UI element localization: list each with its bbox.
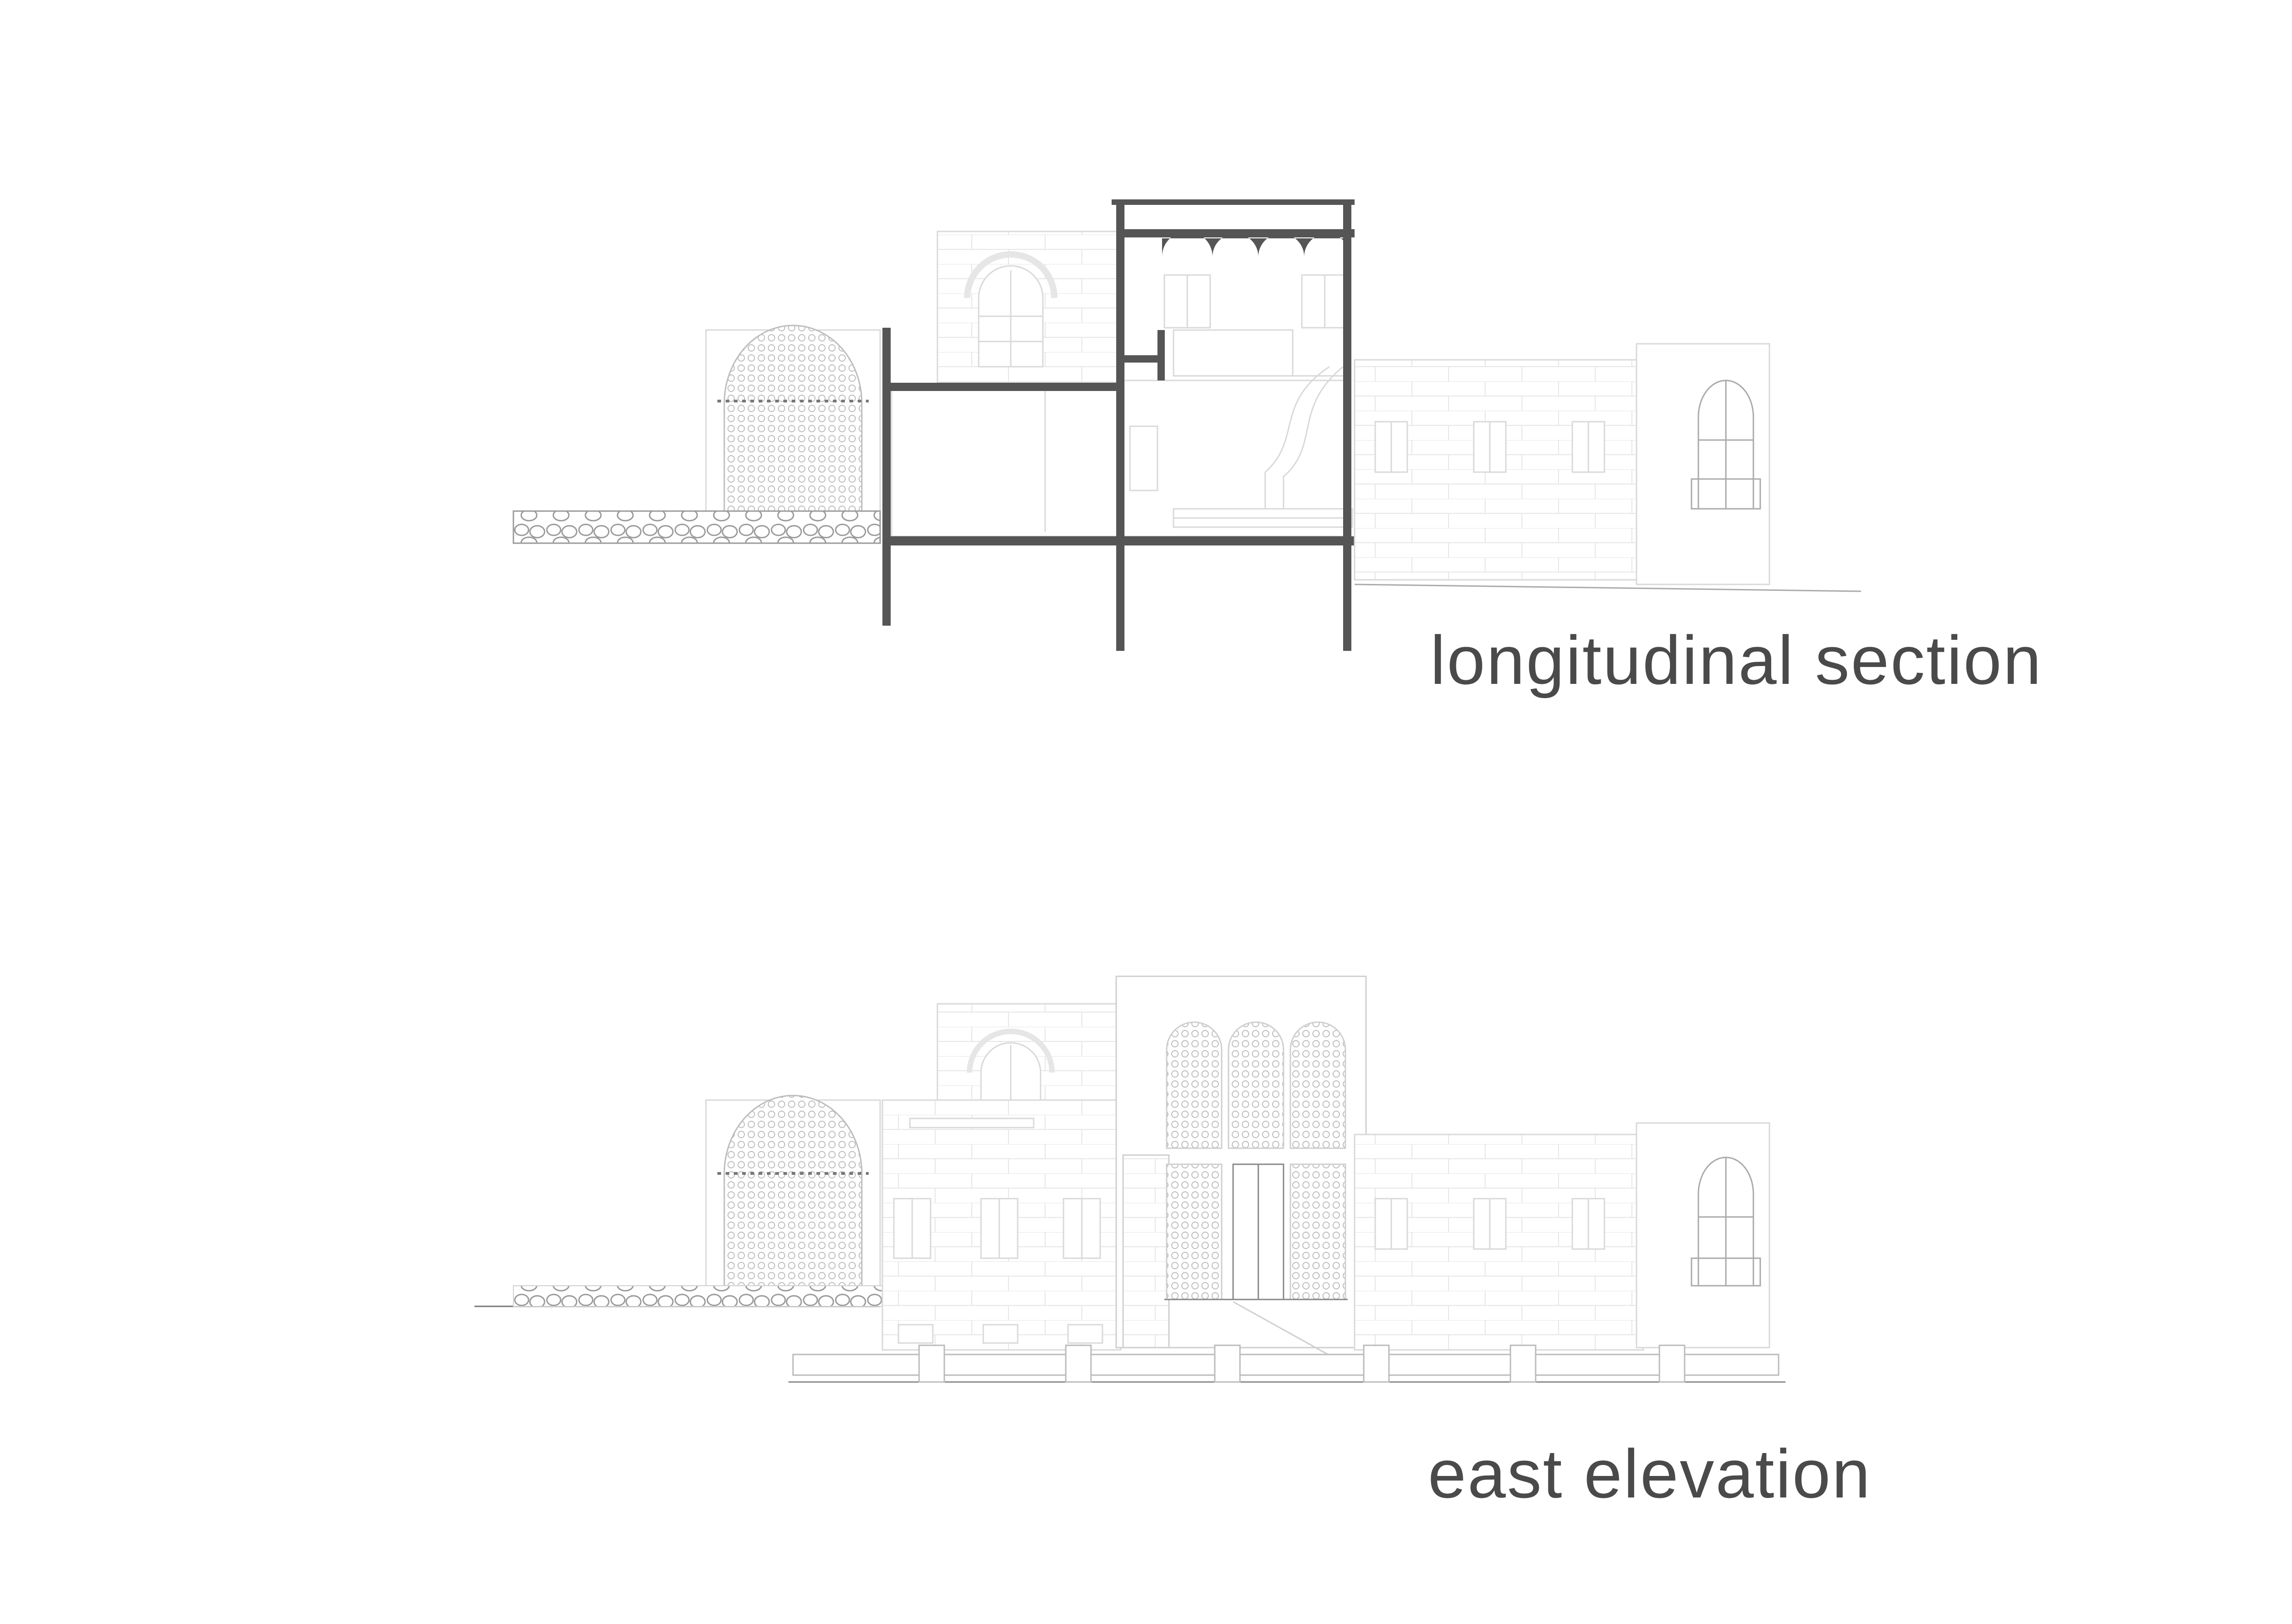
elevation-left-arch	[705, 1095, 881, 1303]
east-elevation-drawing	[474, 975, 1785, 1383]
longitudinal-section-label: longitudinal section	[1430, 622, 2043, 699]
section-vault-arches	[1162, 231, 1350, 257]
elevation-central-tower	[1115, 975, 1367, 1371]
elevation-right-building	[1354, 1122, 1770, 1351]
section-upper-block	[937, 231, 1122, 384]
elevation-front-left-block	[882, 1099, 1122, 1351]
section-right-building	[1354, 343, 1862, 592]
longitudinal-section-drawing	[512, 199, 1862, 651]
elevation-rubble-wall	[513, 1285, 885, 1307]
section-left-arch	[705, 325, 881, 533]
section-rubble-wall	[512, 510, 881, 544]
east-elevation-label: east elevation	[1428, 1435, 1872, 1512]
elevation-front-fence	[788, 1344, 1785, 1383]
section-cut-walls	[882, 199, 1355, 651]
